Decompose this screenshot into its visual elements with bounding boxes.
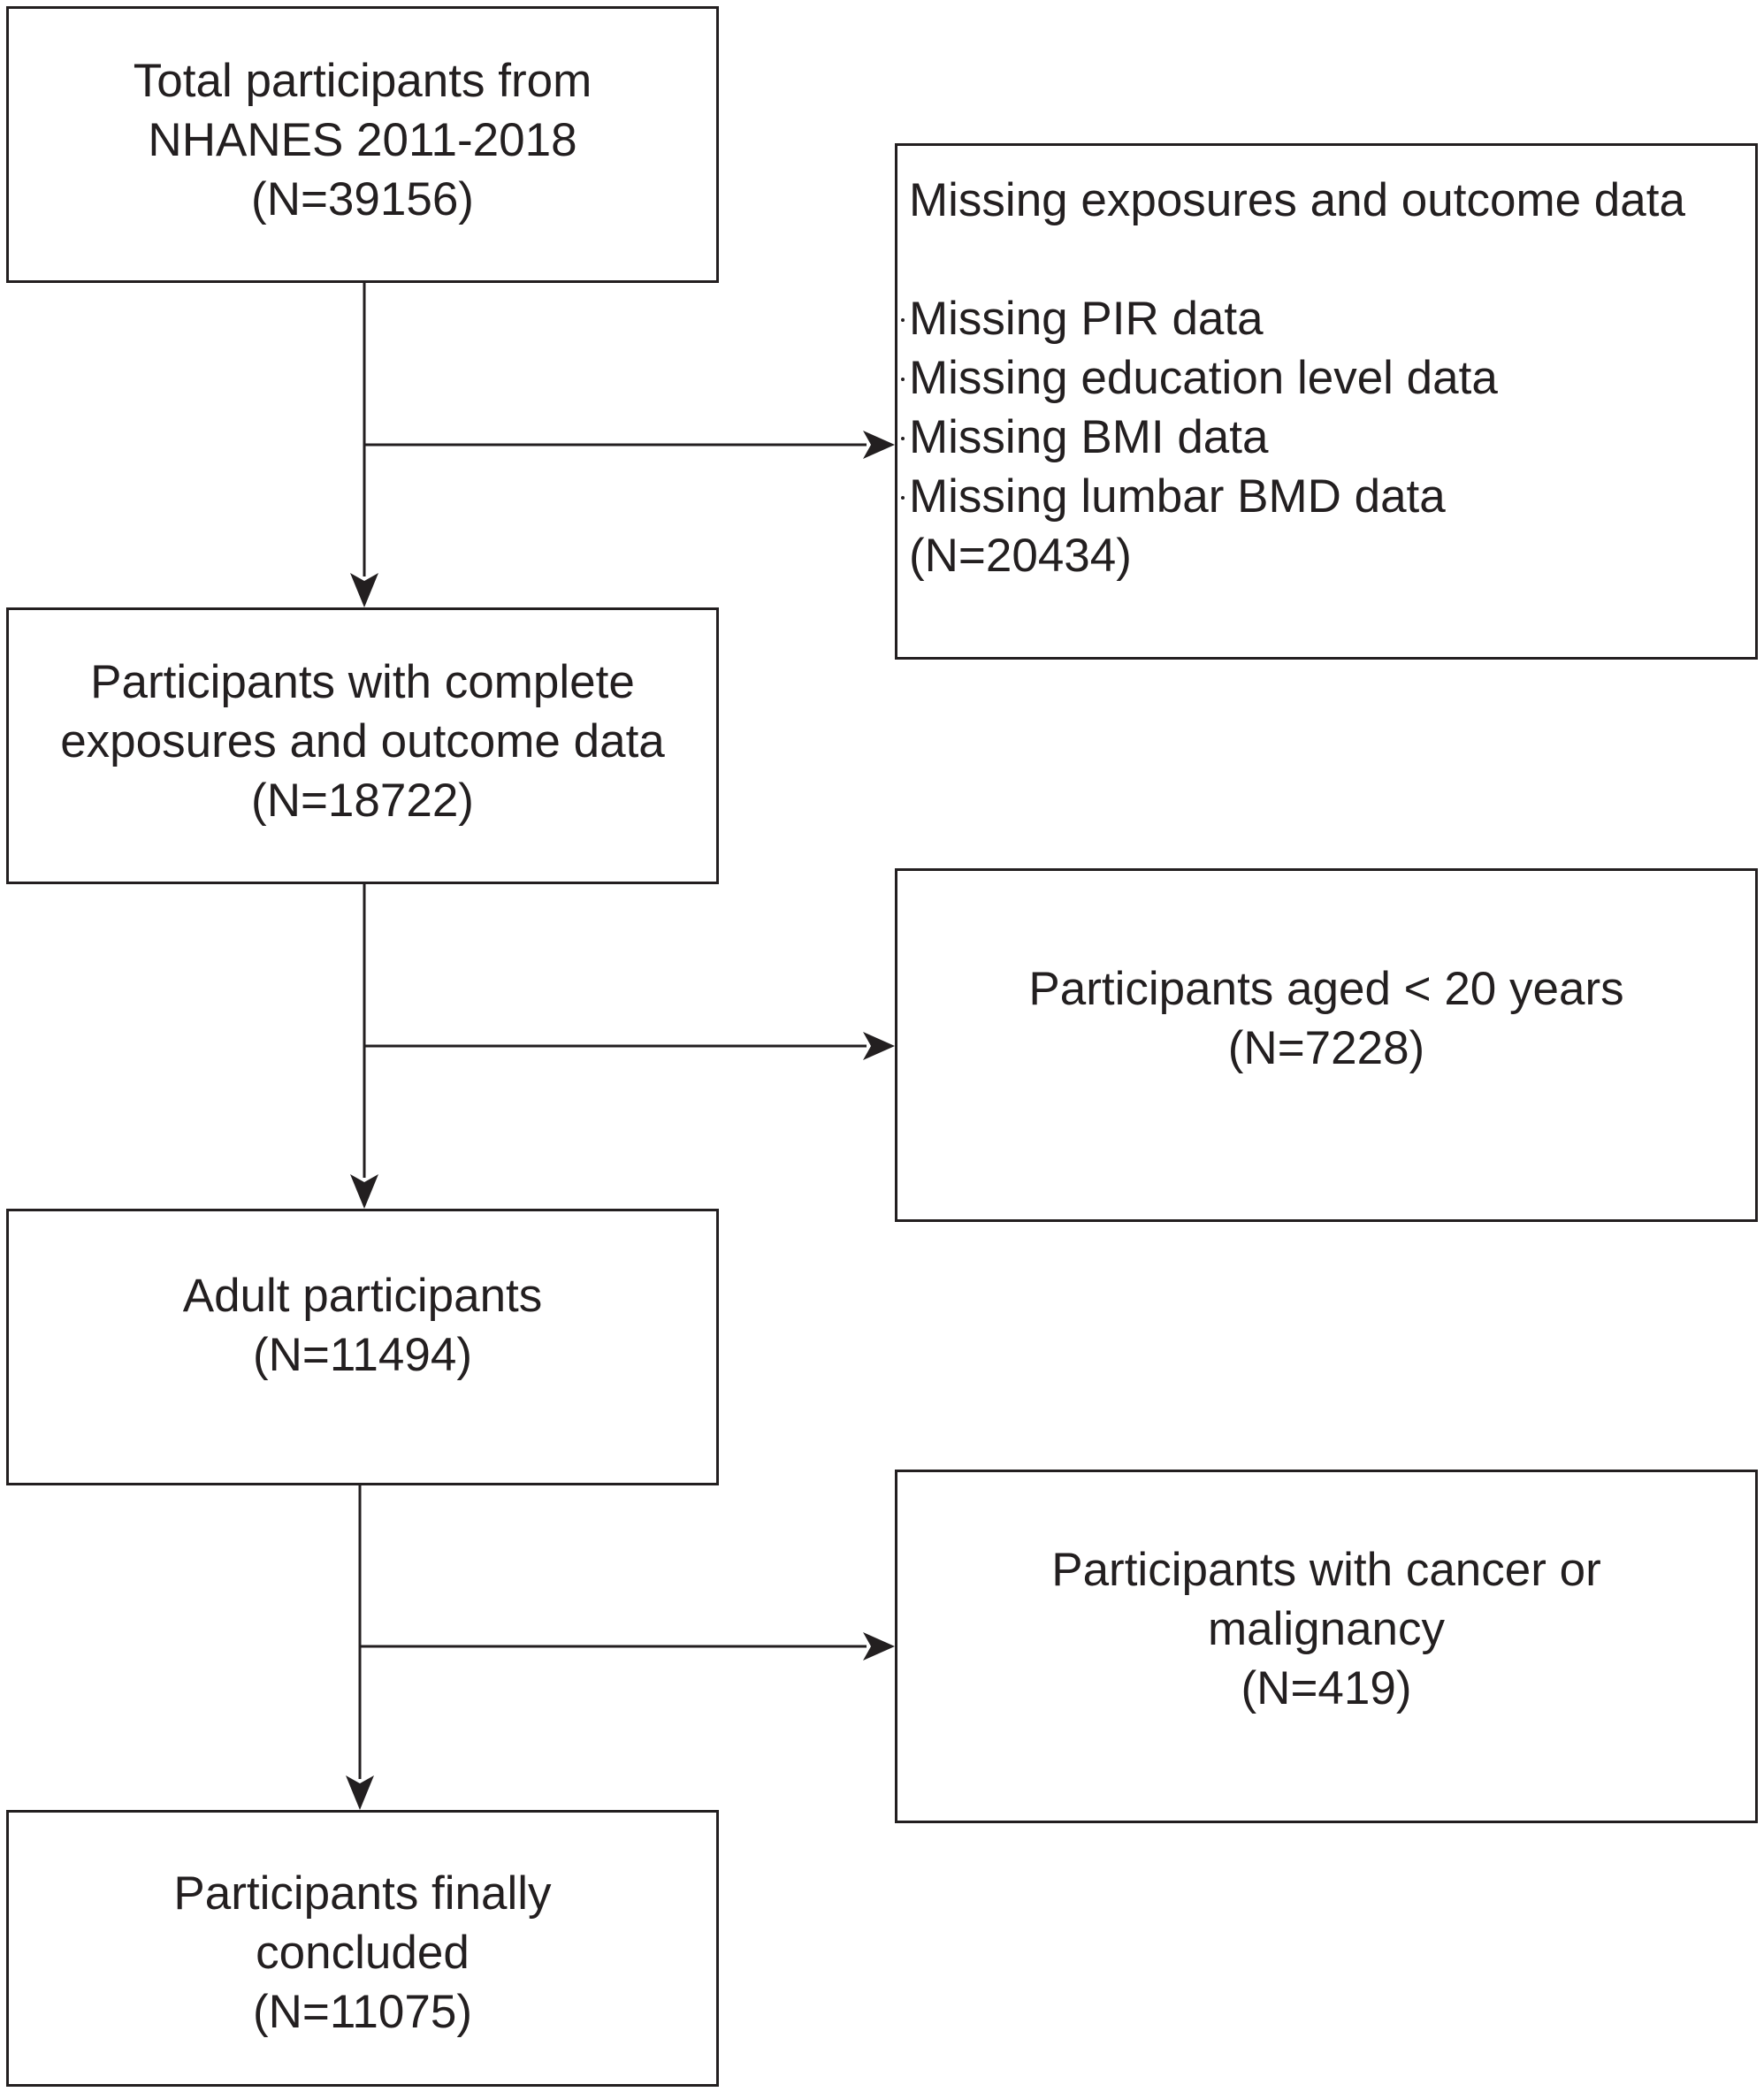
- exclusion-item: Missing PIR data: [901, 289, 1755, 348]
- exclusion-heading: Missing exposures and outcome data: [909, 174, 1685, 226]
- step-text-line: Participants finally: [173, 1867, 552, 1920]
- exclusion-item: Missing lumbar BMD data: [901, 467, 1755, 526]
- exclusion-text-line: Participants aged < 20 years: [1028, 963, 1624, 1015]
- exclusion-text-line: Participants with cancer or: [1051, 1543, 1601, 1596]
- step-text-line: NHANES 2011-2018: [148, 114, 577, 166]
- exclusion-box-missing-data: Missing exposures and outcome data Missi…: [895, 143, 1758, 660]
- step-box-final-participants: Participants finally concluded (N=11075): [6, 1810, 719, 2087]
- arrowhead-down-3: [346, 1775, 374, 1810]
- arrowhead-down-1: [350, 573, 378, 607]
- exclusion-count: (N=419): [1241, 1661, 1412, 1714]
- exclusion-item: Missing education level data: [901, 348, 1755, 408]
- step-text-line: Adult participants: [182, 1269, 543, 1322]
- step-count: (N=39156): [251, 173, 474, 225]
- exclusion-count: (N=20434): [909, 530, 1132, 582]
- step-count: (N=11075): [253, 1986, 472, 2038]
- step-text-line: concluded: [256, 1927, 470, 1979]
- arrowhead-down-2: [350, 1174, 378, 1209]
- exclusion-text-line: malignancy: [1207, 1602, 1446, 1655]
- exclusion-box-under-20: Participants aged < 20 years (N=7228): [895, 868, 1758, 1222]
- arrowhead-right-1: [863, 431, 895, 459]
- spacer: [909, 230, 1755, 289]
- arrowhead-right-3: [863, 1632, 895, 1661]
- exclusion-box-cancer: Participants with cancer or malignancy (…: [895, 1470, 1758, 1823]
- step-box-adult-participants: Adult participants (N=11494): [6, 1209, 719, 1485]
- step-text-line: exposures and outcome data: [60, 715, 665, 767]
- exclusion-count: (N=7228): [1227, 1022, 1425, 1074]
- step-count: (N=18722): [251, 775, 474, 827]
- exclusion-item: Missing BMI data: [901, 408, 1755, 467]
- arrowhead-right-2: [863, 1032, 895, 1060]
- step-box-complete-data: Participants with complete exposures and…: [6, 607, 719, 884]
- step-text-line: Participants with complete: [90, 656, 635, 708]
- step-text-line: Total participants from: [133, 55, 592, 107]
- step-count: (N=11494): [253, 1328, 472, 1381]
- step-box-total-participants: Total participants from NHANES 2011-2018…: [6, 6, 719, 283]
